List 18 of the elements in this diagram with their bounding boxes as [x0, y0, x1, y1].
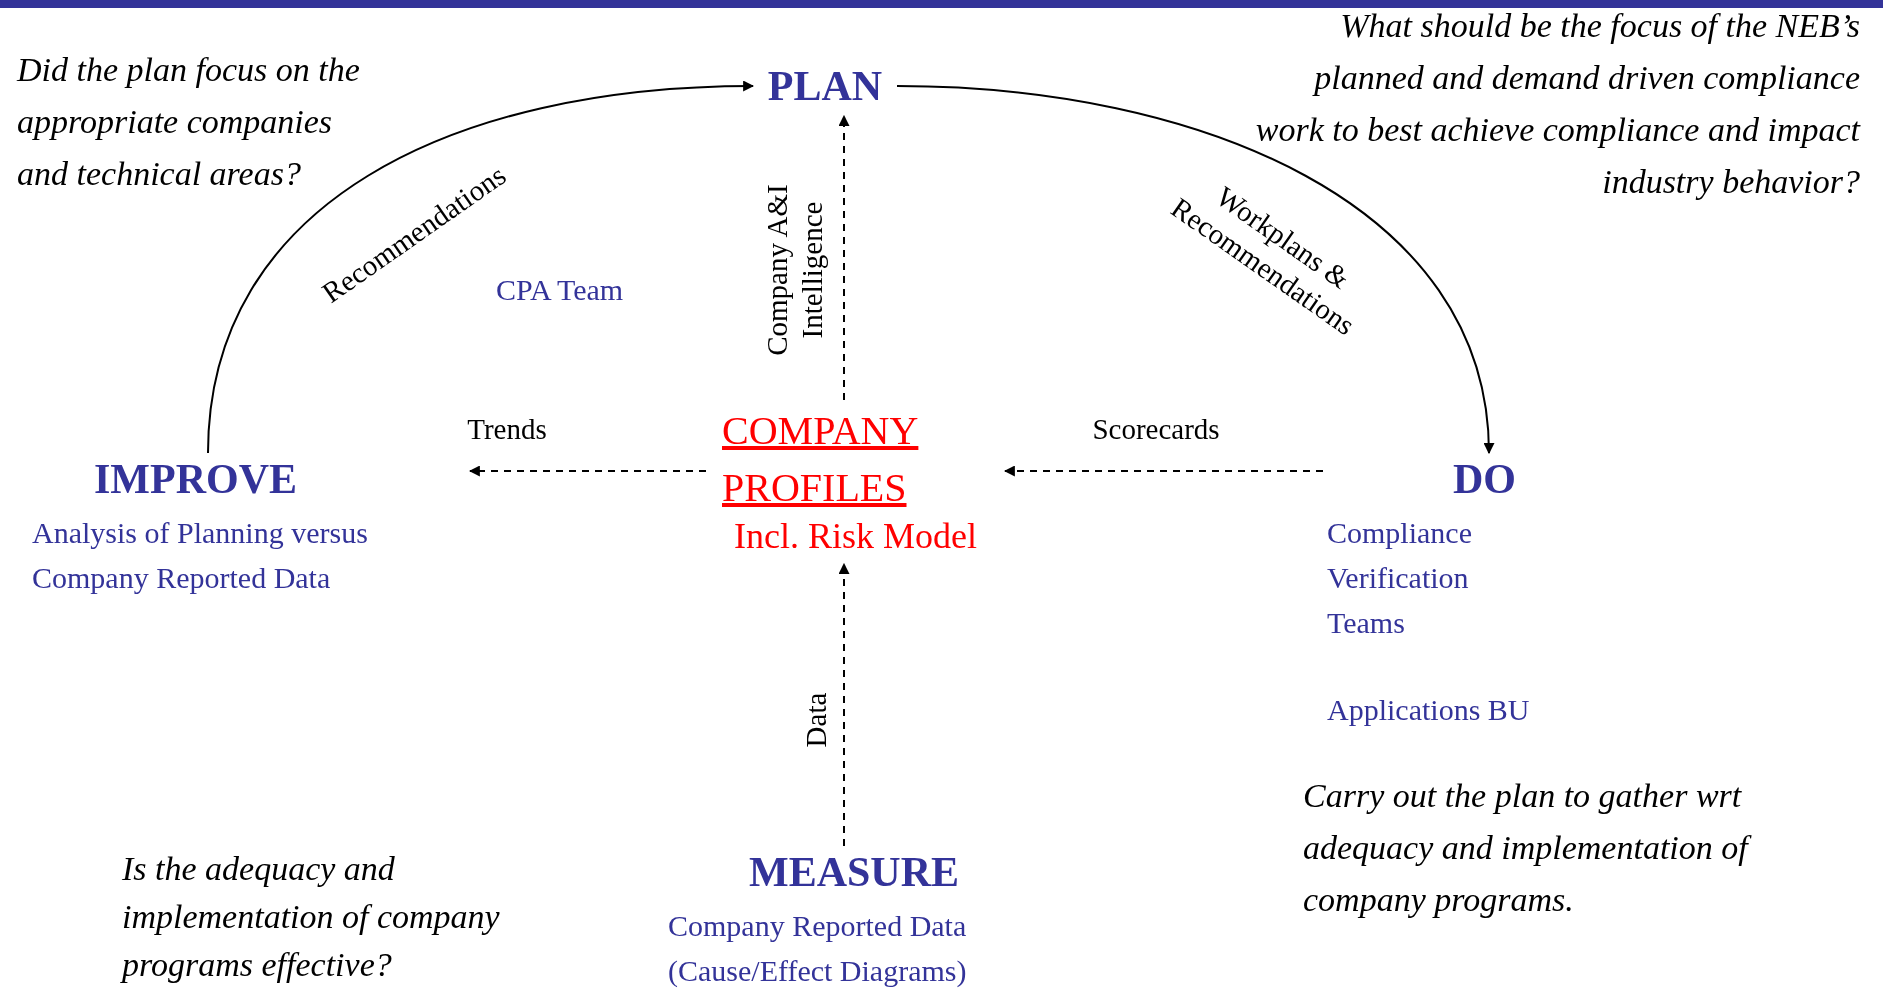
- stage-description: Compliance Verification Teams: [1327, 515, 1473, 641]
- dashed-arrow: [468, 465, 707, 477]
- stage-heading: PLAN: [766, 62, 884, 111]
- dashed-arrow: [1003, 465, 1324, 477]
- stage-heading: MEASURE: [748, 848, 960, 897]
- arrow: [207, 80, 755, 454]
- arrow: [896, 85, 1494, 455]
- dashed-arrow: [838, 114, 850, 401]
- stage-heading: DO: [1453, 455, 1516, 504]
- profile-subheading: Incl. Risk Model: [733, 516, 978, 558]
- stage-description: Company Reported Data (Cause/Effect Diagrams): [668, 908, 968, 989]
- dashed-arrow: [838, 562, 850, 847]
- task-note: Carry out the plan to gather wrt adequacy and implementation of company programs.: [1303, 770, 1803, 926]
- team-label: Applications BU: [1327, 692, 1530, 728]
- profile-heading: COMPANY PROFILES: [722, 407, 920, 512]
- question-note: Is the adequacy and implementation of company programs effective?: [122, 849, 501, 985]
- stage-heading: IMPROVE: [94, 455, 297, 504]
- stage-description: Analysis of Planning versus Company Reported Data: [32, 515, 369, 596]
